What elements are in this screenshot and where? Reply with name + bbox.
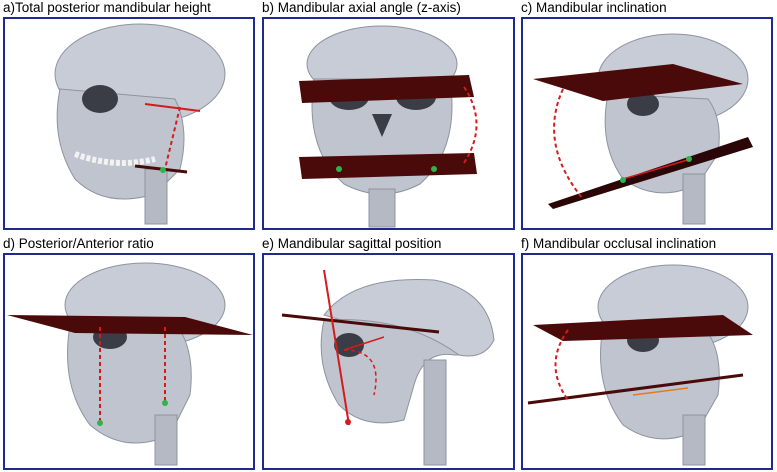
panel-title: e) Mandibular sagittal position <box>262 236 442 251</box>
panel-title: c) Mandibular inclination <box>521 0 667 15</box>
panel-frame <box>3 253 255 470</box>
skull-oblique-illustration <box>527 264 753 466</box>
skull-lateral-illustration <box>281 269 495 466</box>
skull-oblique-illustration <box>533 33 753 225</box>
skull-oblique-illustration <box>54 23 226 225</box>
skull-frontal-illustration <box>299 25 478 228</box>
panel-frame <box>521 253 773 470</box>
panel-frame <box>262 17 515 230</box>
panel-title: f) Mandibular occlusal inclination <box>521 236 717 251</box>
panel-title: b) Mandibular axial angle (z-axis) <box>262 0 461 15</box>
panel-frame <box>3 17 255 230</box>
panel-frame <box>262 253 515 470</box>
skull-oblique-illustration <box>7 262 253 466</box>
panel-title: a)Total posterior mandibular height <box>3 0 211 15</box>
panel-title: d) Posterior/Anterior ratio <box>3 236 154 251</box>
panel-frame <box>521 17 773 230</box>
